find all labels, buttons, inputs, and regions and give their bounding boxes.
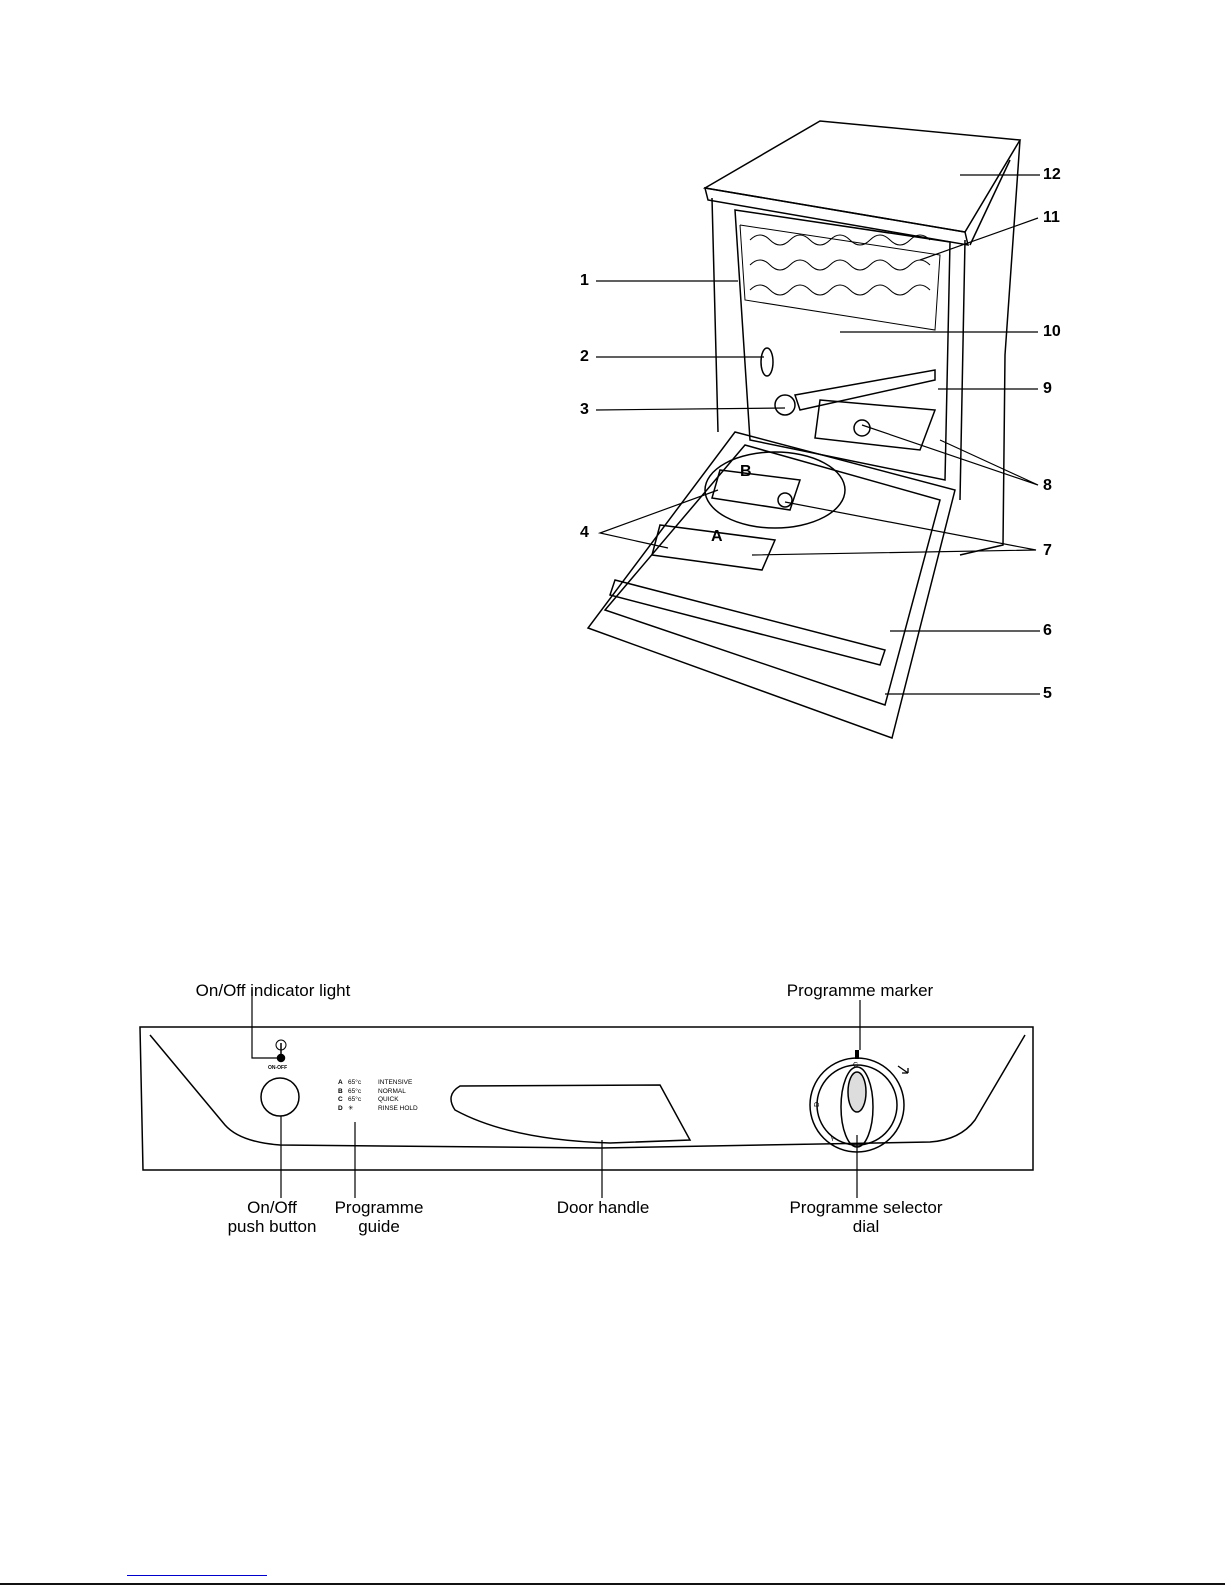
control-panel xyxy=(139,990,1034,1198)
spray-arm xyxy=(794,369,936,411)
indicator-light-label: On/Off indicator light xyxy=(195,981,351,1000)
dispenser-detail xyxy=(704,451,846,529)
callout-9: 9 xyxy=(1043,380,1052,397)
cabinet-opening xyxy=(734,209,951,481)
direction-arrow-icon xyxy=(897,1065,909,1074)
dial-mark-c: C xyxy=(853,1062,859,1069)
on-off-indicator-light xyxy=(276,1053,286,1063)
page-bottom-rule xyxy=(0,1583,1225,1585)
programme-marker xyxy=(855,1050,859,1059)
callout-7: 7 xyxy=(1043,542,1052,559)
programme-marker-label: Programme marker xyxy=(786,981,934,1000)
upper-basket xyxy=(739,224,941,331)
callout-1: 1 xyxy=(580,272,589,289)
callout-4: 4 xyxy=(580,524,589,541)
programme-row: D✳RINSE HOLD xyxy=(338,1104,418,1112)
door-handle-label: Door handle xyxy=(556,1198,650,1217)
filter xyxy=(774,394,796,416)
on-off-text: ON-OFF xyxy=(268,1065,288,1071)
callout-5: 5 xyxy=(1043,685,1052,702)
dispenser-letter-a: A xyxy=(711,528,723,545)
callout-10: 10 xyxy=(1043,323,1061,340)
callout-6: 6 xyxy=(1043,622,1052,639)
on-off-push-button[interactable] xyxy=(260,1077,300,1117)
callout-3: 3 xyxy=(580,401,589,418)
salt-container xyxy=(760,347,774,377)
door-handle[interactable] xyxy=(450,1084,692,1144)
callout-12: 12 xyxy=(1043,166,1061,183)
callout-11: 11 xyxy=(1043,209,1060,226)
footer-link-line xyxy=(127,1575,267,1576)
dispenser-letter-b: B xyxy=(740,463,752,480)
callout-8: 8 xyxy=(1043,477,1052,494)
open-door xyxy=(586,431,956,739)
callout-2: 2 xyxy=(580,348,589,365)
dial-mark-d: D xyxy=(814,1101,822,1108)
